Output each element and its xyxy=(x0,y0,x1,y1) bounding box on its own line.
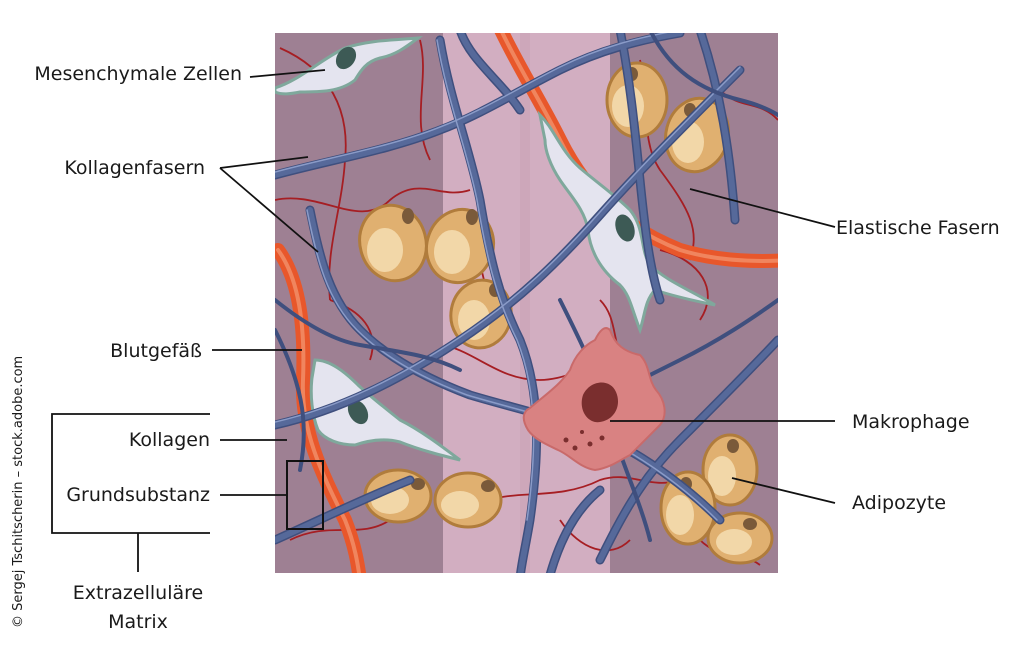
adipocytes xyxy=(358,61,774,565)
adipocyte-cell xyxy=(358,203,428,283)
label-adipocyte: Adipozyte xyxy=(852,492,946,514)
label-mesenchymal-cells: Mesenchymale Zellen xyxy=(34,63,242,85)
mesenchymal-cell xyxy=(275,36,423,96)
adipocyte-cell xyxy=(706,511,774,565)
leader-lines xyxy=(51,69,836,572)
adipocyte-cell xyxy=(659,470,717,546)
label-ecm-line1: Extrazelluläre xyxy=(73,582,203,604)
label-elastic-fibers: Elastische Fasern xyxy=(836,217,1000,239)
label-macrophage: Makrophage xyxy=(852,411,970,433)
image-credit: © Sergej Tschitscherin – stock.adobe.com xyxy=(11,356,26,628)
label-blood-vessel: Blutgefäß xyxy=(110,340,202,362)
label-ecm-line2: Matrix xyxy=(108,611,168,633)
label-ground-substance: Grundsubstanz xyxy=(66,484,210,506)
adipocyte-cell xyxy=(425,207,495,285)
label-collagen: Kollagen xyxy=(129,429,210,451)
macrophage xyxy=(522,327,666,472)
adipocyte-cell xyxy=(433,471,503,529)
adipocyte-cell xyxy=(701,433,759,507)
label-collagen-fibers: Kollagenfasern xyxy=(64,157,205,179)
